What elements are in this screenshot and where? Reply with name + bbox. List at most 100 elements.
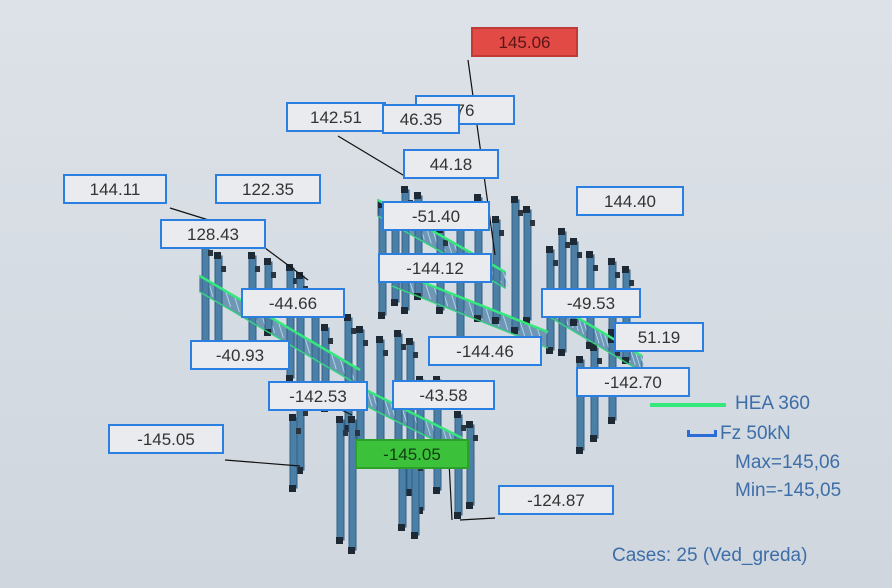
value-label: 144.40 bbox=[576, 186, 684, 216]
column-node bbox=[328, 338, 333, 344]
column-node bbox=[454, 411, 461, 418]
max-value-label: 145.06 bbox=[471, 27, 578, 57]
column-node bbox=[391, 299, 398, 306]
column-node bbox=[336, 537, 343, 544]
hea-beam-line bbox=[199, 274, 361, 372]
column-node bbox=[570, 238, 577, 245]
column-node bbox=[398, 524, 405, 531]
column-node bbox=[289, 485, 296, 492]
value-label: -142.53 bbox=[268, 381, 368, 411]
column-node bbox=[406, 338, 413, 345]
column-node bbox=[413, 352, 418, 358]
value-label: 144.11 bbox=[63, 174, 167, 204]
column-node bbox=[608, 258, 615, 265]
column-node bbox=[466, 421, 473, 428]
value-label: 142.51 bbox=[286, 102, 386, 132]
column-node bbox=[286, 375, 293, 382]
column-node bbox=[590, 344, 597, 351]
column-node bbox=[473, 435, 478, 441]
column-node bbox=[414, 192, 421, 199]
column-node bbox=[248, 252, 255, 259]
column-node bbox=[461, 425, 466, 431]
force-diagram-column bbox=[336, 419, 345, 541]
column-node bbox=[622, 357, 629, 364]
column-node bbox=[411, 532, 418, 539]
min-value-label: -145.05 bbox=[355, 439, 469, 469]
column-node bbox=[622, 266, 629, 273]
section-color-swatch bbox=[650, 403, 726, 407]
column-node bbox=[576, 356, 583, 363]
hatch-line bbox=[425, 283, 432, 300]
force-diagram-column bbox=[523, 209, 532, 321]
column-node bbox=[378, 312, 385, 319]
hatch-line bbox=[519, 320, 526, 337]
hatch-line bbox=[304, 337, 311, 354]
column-node bbox=[363, 340, 368, 346]
value-label: -144.12 bbox=[378, 253, 492, 283]
column-node bbox=[615, 272, 620, 278]
value-label: -144.46 bbox=[428, 336, 542, 366]
legend-min-value: Min=-145,05 bbox=[735, 480, 842, 501]
column-node bbox=[523, 206, 530, 213]
value-label: -40.93 bbox=[190, 340, 290, 370]
column-node bbox=[401, 344, 406, 350]
force-scale-swatch bbox=[687, 430, 717, 437]
hatch-line bbox=[339, 358, 346, 375]
column-node bbox=[570, 319, 577, 326]
column-node bbox=[590, 435, 597, 442]
legend-section-name: HEA 360 bbox=[735, 393, 810, 414]
value-label: -43.58 bbox=[392, 380, 495, 410]
value-label: -142.70 bbox=[576, 367, 690, 397]
column-node bbox=[466, 502, 473, 509]
column-node bbox=[530, 220, 535, 226]
column-node bbox=[433, 376, 440, 383]
column-node bbox=[492, 317, 499, 324]
value-label: 44.18 bbox=[403, 149, 499, 179]
column-node bbox=[565, 242, 570, 248]
force-diagram-column bbox=[289, 417, 298, 489]
legend-force-scale: Fz 50kN bbox=[720, 423, 791, 444]
column-node bbox=[608, 329, 615, 336]
column-node bbox=[546, 347, 553, 354]
value-label: 46.35 bbox=[382, 104, 460, 134]
column-node bbox=[518, 210, 523, 216]
column-node bbox=[577, 252, 582, 258]
value-label: 128.43 bbox=[160, 219, 266, 249]
column-node bbox=[343, 430, 348, 436]
column-node bbox=[355, 430, 360, 436]
column-node bbox=[378, 201, 385, 208]
hatch-line bbox=[225, 290, 232, 308]
value-label: 122.35 bbox=[215, 174, 321, 204]
column-node bbox=[348, 547, 355, 554]
column-node bbox=[443, 240, 448, 246]
column-node bbox=[511, 327, 518, 334]
column-node bbox=[255, 266, 260, 272]
value-label: -124.87 bbox=[498, 485, 614, 515]
hatch-line bbox=[598, 330, 605, 347]
value-label: -44.66 bbox=[241, 288, 345, 318]
leader-line bbox=[459, 517, 496, 521]
column-node bbox=[416, 376, 423, 383]
column-node bbox=[492, 216, 499, 223]
hatch-line bbox=[450, 293, 457, 310]
hatch-line bbox=[485, 307, 492, 324]
column-node bbox=[608, 417, 615, 424]
hea-beam-line bbox=[547, 315, 643, 373]
value-label: 51.19 bbox=[614, 322, 704, 352]
hatch-line bbox=[277, 321, 284, 339]
column-node bbox=[436, 307, 443, 314]
hatch-line bbox=[467, 300, 474, 317]
hatch-line bbox=[502, 270, 509, 288]
hatch-line bbox=[634, 351, 641, 369]
hea-beam-line bbox=[199, 291, 361, 387]
column-node bbox=[296, 467, 303, 474]
column-node bbox=[615, 350, 620, 356]
column-node bbox=[293, 278, 298, 284]
column-node bbox=[286, 264, 293, 271]
force-diagram-column bbox=[511, 199, 520, 331]
column-node bbox=[523, 317, 530, 324]
hatch-line bbox=[578, 318, 585, 335]
hatch-line bbox=[502, 313, 509, 331]
column-node bbox=[271, 272, 276, 278]
